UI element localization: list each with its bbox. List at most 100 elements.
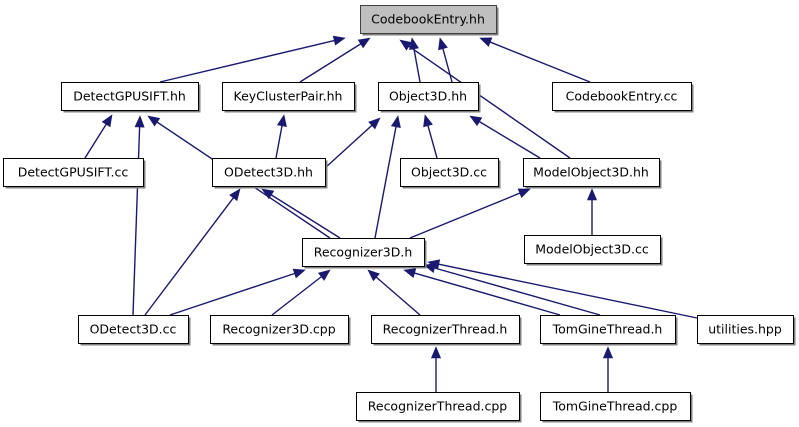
- edge-arrowhead: [602, 346, 614, 359]
- node-label: CodebookEntry.hh: [371, 12, 485, 27]
- node-object3d_cc[interactable]: Object3D.cc: [400, 158, 501, 189]
- edge-line: [438, 263, 698, 319]
- node-box[interactable]: [524, 235, 661, 264]
- edge-line: [159, 39, 335, 83]
- edge-object3d_cc-to-object3d_hh: [423, 114, 438, 159]
- edge-line: [271, 276, 322, 316]
- node-box[interactable]: [61, 82, 199, 111]
- node-utilities_hpp[interactable]: utilities.hpp: [697, 315, 796, 346]
- edge-line: [169, 272, 295, 316]
- node-recognizerthread_h[interactable]: RecognizerThread.h: [371, 315, 522, 346]
- node-label: Object3D.hh: [389, 89, 467, 104]
- edge-arrowhead: [368, 117, 381, 130]
- edge-detectgpusift_hh-to-codebookentry_hh: [159, 35, 346, 83]
- node-label: ODetect3D.cc: [90, 322, 177, 337]
- node-box[interactable]: [540, 315, 676, 344]
- edge-odetect3d_hh-to-keyclusterpair_hh: [275, 114, 287, 159]
- edge-odetect3d_cc-to-recognizer3d_h: [169, 268, 306, 316]
- edge-odetect3d_cc-to-odetect3d_hh: [144, 188, 241, 316]
- edge-tomginethread_h-to-recognizer3d_h: [423, 263, 601, 316]
- edge-arrowhead: [367, 269, 380, 282]
- edge-line: [374, 126, 397, 239]
- node-box[interactable]: [3, 158, 144, 187]
- node-tomginethread_h[interactable]: TomGineThread.h: [540, 315, 678, 346]
- edge-arrowhead: [229, 188, 241, 202]
- edge-line: [84, 123, 107, 159]
- node-box[interactable]: [302, 238, 425, 267]
- edge-arrowhead: [586, 188, 598, 201]
- node-label: ModelObject3D.hh: [533, 165, 649, 180]
- edge-keyclusterpair_hh-to-codebookentry_hh: [299, 37, 371, 83]
- edges-layer: [84, 35, 698, 392]
- node-box[interactable]: [356, 392, 520, 421]
- edge-arrowhead: [134, 115, 145, 128]
- edge-recognizerthread_cpp-to-recognizerthread_h: [430, 346, 442, 392]
- edge-arrowhead: [317, 269, 331, 281]
- edge-recognizer3d_h-to-object3d_hh: [374, 115, 401, 239]
- edge-detectgpusift_cc-to-detectgpusift_hh: [84, 114, 113, 159]
- edge-recognizer3d_h-to-modelobject3d_hh: [409, 188, 531, 239]
- edge-utilities_hpp-to-recognizer3d_h: [427, 259, 698, 319]
- node-label: TomGineThread.h: [552, 322, 663, 337]
- node-detectgpusift_cc[interactable]: DetectGPUSIFT.cc: [3, 158, 146, 189]
- edge-arrowhead: [292, 268, 306, 279]
- edge-arrowhead: [332, 35, 346, 46]
- edge-tomginethread_cpp-to-tomginethread_h: [602, 346, 614, 392]
- node-detectgpusift_hh[interactable]: DetectGPUSIFT.hh: [61, 82, 201, 113]
- edge-arrowhead: [357, 37, 371, 49]
- node-label: KeyClusterPair.hh: [234, 89, 343, 104]
- node-box[interactable]: [697, 315, 794, 344]
- node-label: DetectGPUSIFT.hh: [73, 89, 186, 104]
- node-keyclusterpair_hh[interactable]: KeyClusterPair.hh: [222, 82, 357, 113]
- node-box[interactable]: [523, 158, 660, 187]
- edge-arrowhead: [427, 259, 441, 270]
- node-recognizer3d_cpp[interactable]: Recognizer3D.cpp: [210, 315, 351, 346]
- edge-arrowhead: [469, 115, 483, 127]
- edge-object3d_hh-to-codebookentry_hh: [409, 37, 421, 83]
- node-box[interactable]: [212, 158, 326, 187]
- edge-odetect3d_cc-to-detectgpusift_hh: [132, 115, 145, 316]
- node-recognizerthread_cpp[interactable]: RecognizerThread.cpp: [356, 392, 522, 423]
- node-box[interactable]: [552, 82, 692, 111]
- node-modelobject3d_cc[interactable]: ModelObject3D.cc: [524, 235, 663, 266]
- node-box[interactable]: [210, 315, 349, 344]
- node-box[interactable]: [222, 82, 355, 111]
- node-codebookentry_hh[interactable]: CodebookEntry.hh: [360, 5, 499, 36]
- edge-codebookentry_cc-to-codebookentry_hh: [479, 37, 591, 83]
- edge-line: [413, 48, 421, 83]
- edge-line: [375, 276, 421, 316]
- node-box[interactable]: [400, 158, 499, 187]
- node-codebookentry_cc[interactable]: CodebookEntry.cc: [552, 82, 694, 113]
- node-label: Recognizer3D.h: [314, 245, 413, 260]
- edge-modelobject3d_hh-to-object3d_hh: [469, 115, 541, 159]
- node-label: Recognizer3D.cpp: [222, 322, 335, 337]
- node-label: ModelObject3D.cc: [535, 242, 649, 257]
- node-box[interactable]: [540, 392, 691, 421]
- node-odetect3d_cc[interactable]: ODetect3D.cc: [78, 315, 191, 346]
- edge-arrowhead: [276, 114, 287, 128]
- node-box[interactable]: [360, 5, 497, 34]
- edge-arrowhead: [479, 37, 493, 47]
- edge-line: [442, 48, 453, 83]
- edge-line: [144, 197, 234, 316]
- edge-line: [275, 125, 283, 159]
- node-label: utilities.hpp: [708, 322, 782, 337]
- edge-recognizerthread_h-to-recognizer3d_h: [367, 269, 421, 316]
- node-odetect3d_hh[interactable]: ODetect3D.hh: [212, 158, 328, 189]
- node-recognizer3d_h[interactable]: Recognizer3D.h: [302, 238, 427, 269]
- edge-line: [132, 126, 141, 316]
- node-label: RecognizerThread.cpp: [368, 399, 508, 414]
- node-tomginethread_cpp[interactable]: TomGineThread.cpp: [540, 392, 693, 423]
- node-box[interactable]: [378, 82, 479, 111]
- node-modelobject3d_hh[interactable]: ModelObject3D.hh: [523, 158, 662, 189]
- node-box[interactable]: [371, 315, 520, 344]
- edge-arrowhead: [438, 37, 448, 51]
- edge-line: [299, 43, 362, 83]
- node-label: TomGineThread.cpp: [552, 399, 678, 414]
- edge-line: [479, 121, 541, 159]
- edge-arrowhead: [147, 115, 161, 127]
- edge-object3d_hh-to-codebookentry_hh: [438, 37, 453, 83]
- node-box[interactable]: [78, 315, 189, 344]
- node-object3d_hh[interactable]: Object3D.hh: [378, 82, 481, 113]
- edge-line: [434, 267, 601, 316]
